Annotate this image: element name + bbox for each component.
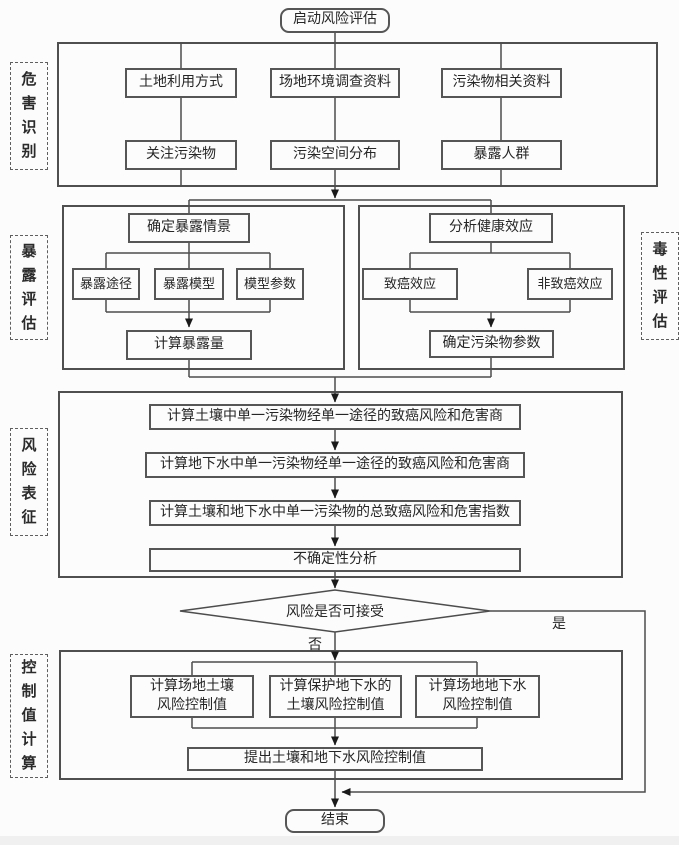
side-label-exposure-assessment: 暴露评估 (10, 235, 48, 340)
decision-diamond-shape (179, 589, 491, 633)
box-determine-pollutant-parameters: 确定污染物参数 (429, 330, 554, 358)
side-label-hazard-identification: 危害识别 (10, 62, 48, 170)
box-exposure-pathway: 暴露途径 (72, 268, 140, 300)
section-risk-characterization (58, 391, 623, 578)
section-hazard-identification (57, 42, 658, 187)
box-exposed-population: 暴露人群 (441, 140, 562, 170)
box-site-soil-control-value: 计算场地土壤 风险控制值 (130, 675, 254, 718)
start-node: 启动风险评估 (280, 8, 390, 33)
box-groundwater-protection-soil-control-value: 计算保护地下水的 土壤风险控制值 (269, 675, 402, 718)
end-node: 结束 (285, 809, 385, 833)
branch-label-yes: 是 (552, 617, 566, 632)
box-land-use: 土地利用方式 (125, 68, 237, 98)
box-determine-exposure-scenario: 确定暴露情景 (128, 213, 250, 243)
box-site-investigation-data: 场地环境调查资料 (270, 68, 400, 98)
box-calculate-exposure: 计算暴露量 (126, 330, 252, 360)
side-label-text: 风险表征 (21, 438, 37, 526)
box-non-carcinogenic-effects: 非致癌效应 (527, 268, 613, 300)
side-label-text: 毒性评估 (652, 242, 668, 330)
box-groundwater-single-pathway-risk: 计算地下水中单一污染物经单一途径的致癌风险和危害商 (145, 452, 525, 478)
side-label-risk-characterization: 风险表征 (10, 428, 48, 536)
box-soil-single-pathway-risk: 计算土壤中单一污染物经单一途径的致癌风险和危害商 (149, 404, 521, 430)
box-exposure-model: 暴露模型 (154, 268, 224, 300)
box-uncertainty-analysis: 不确定性分析 (149, 548, 521, 572)
box-model-parameters: 模型参数 (236, 268, 304, 300)
section-control-value-calculation (59, 650, 623, 780)
box-pollution-spatial-distribution: 污染空间分布 (270, 140, 400, 170)
box-analyze-health-effects: 分析健康效应 (429, 213, 553, 243)
box-site-groundwater-control-value: 计算场地地下水 风险控制值 (415, 675, 540, 718)
bottom-scanned-edge (0, 836, 679, 845)
box-carcinogenic-effects: 致癌效应 (362, 268, 458, 300)
side-label-text: 控制值计算 (21, 660, 37, 772)
box-propose-control-values: 提出土壤和地下水风险控制值 (187, 747, 483, 771)
decision-risk-acceptable: 风险是否可接受 (286, 605, 384, 620)
box-pollutant-data: 污染物相关资料 (441, 68, 562, 98)
side-label-toxicity-assessment: 毒性评估 (641, 232, 679, 340)
branch-label-no: 否 (308, 638, 322, 653)
box-total-risk-hazard-index: 计算土壤和地下水中单一污染物的总致癌风险和危害指数 (149, 500, 521, 526)
section-exposure-assessment (62, 205, 345, 370)
side-label-text: 暴露评估 (21, 243, 37, 332)
connector-lines (105, 33, 646, 808)
side-label-control-value-calculation: 控制值计算 (10, 654, 48, 778)
box-contaminants-of-concern: 关注污染物 (125, 140, 237, 170)
side-label-text: 危害识别 (21, 72, 37, 160)
